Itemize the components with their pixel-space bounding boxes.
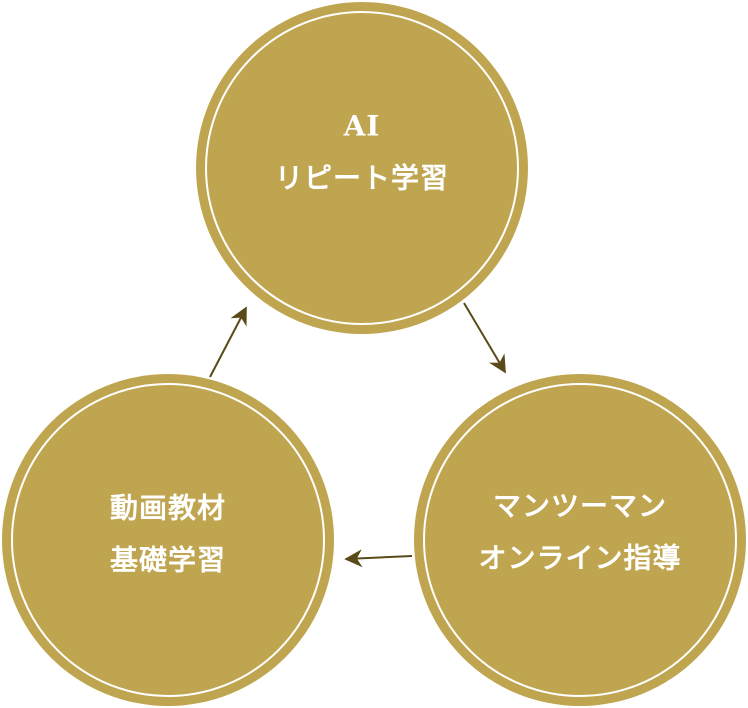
node-ai-repeat: AI リピート学習 (196, 2, 528, 334)
node-ai-repeat-line2: リピート学習 (275, 162, 449, 195)
node-video-basics-circle (2, 374, 334, 706)
node-video-basics-line1: 動画教材 (110, 492, 226, 525)
node-video-basics-line2: 基礎学習 (110, 544, 226, 577)
arrow-video-to-ai (209, 306, 247, 378)
node-one-on-one-circle (414, 374, 746, 706)
arrow-ai-to-one-on-one (463, 302, 506, 374)
node-video-basics-inner-ring (11, 383, 325, 697)
node-one-on-one: マンツーマン オンライン指導 (414, 374, 746, 706)
arrow-one-on-one-to-video (344, 549, 413, 568)
node-ai-repeat-circle (196, 2, 528, 334)
node-one-on-one-inner-ring (423, 383, 737, 697)
node-one-on-one-line2: オンライン指導 (478, 542, 681, 575)
node-one-on-one-line1: マンツーマン (493, 490, 667, 523)
node-ai-repeat-line1: AI (343, 110, 381, 143)
node-ai-repeat-inner-ring (205, 11, 519, 325)
node-video-basics: 動画教材 基礎学習 (2, 374, 334, 706)
